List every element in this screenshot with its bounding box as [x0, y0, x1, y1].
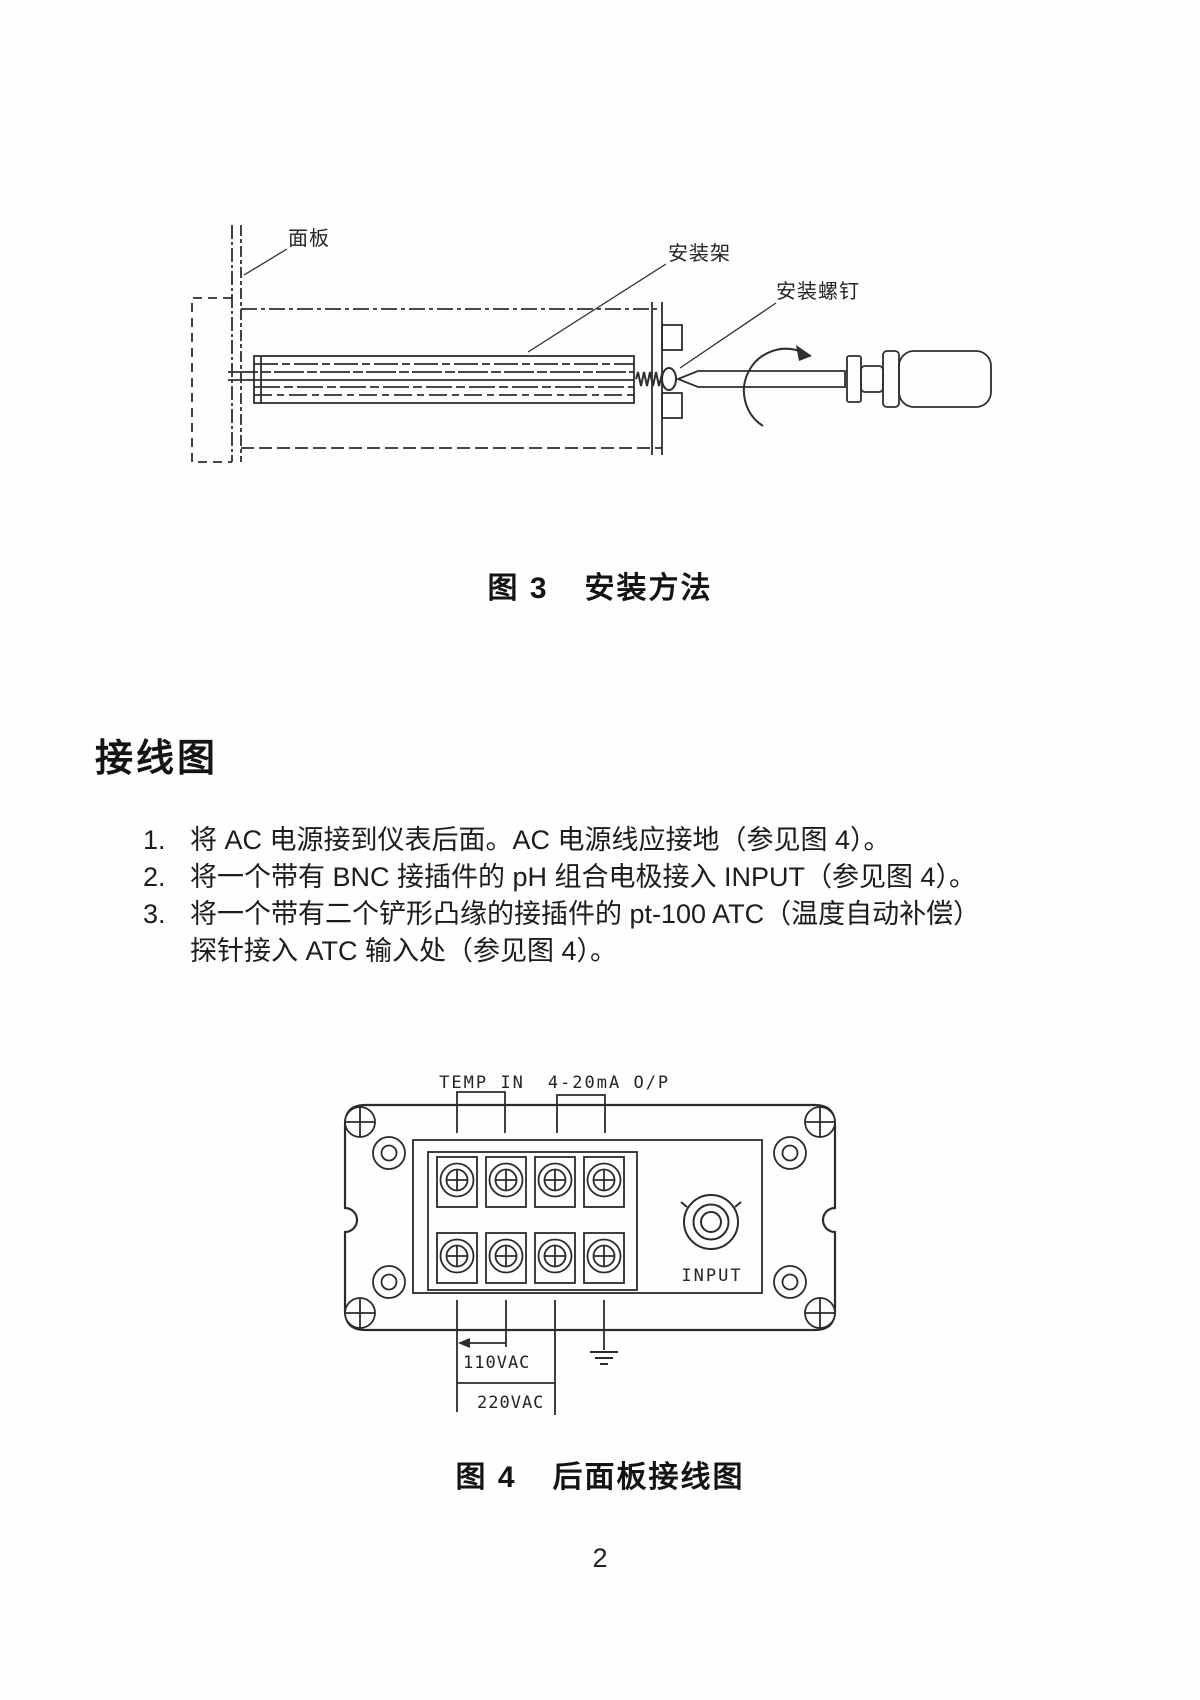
figure4-caption-title: 后面板接线图: [552, 1461, 745, 1494]
ground-symbol: [590, 1351, 618, 1365]
mounting-holes: [372, 1136, 807, 1299]
bnc-connector: [680, 1194, 742, 1250]
screwdriver-shaft: [675, 370, 846, 388]
power-leaders: [456, 1300, 605, 1415]
page-number: 2: [592, 1543, 608, 1573]
instruction-list: 1. 将 AC 电源接到仪表后面。AC 电源线应接地（参见图 4）。 2. 将一…: [143, 822, 1073, 970]
instruction-item: 1. 将 AC 电源接到仪表后面。AC 电源线应接地（参见图 4）。: [143, 822, 1073, 859]
panel-label: 面板: [288, 227, 330, 250]
mounting-bracket: [228, 355, 635, 404]
instruction-text: 将一个带有 BNC 接插件的 pH 组合电极接入 INPUT（参见图 4）。: [190, 862, 977, 892]
v110-label: 110VAC: [463, 1353, 530, 1373]
terminal-row-top: [436, 1156, 625, 1208]
temp-in-leader: [456, 1091, 506, 1133]
figure3-diagram: 面板 安装架 安装螺钉: [191, 225, 992, 463]
instruction-item: 2. 将一个带有 BNC 接插件的 pH 组合电极接入 INPUT（参见图 4）…: [143, 859, 1073, 896]
bracket-label: 安装架: [668, 242, 731, 265]
instrument-body: [241, 302, 683, 455]
corner-screws: [344, 1106, 836, 1329]
figure3-caption: 图 3 安装方法: [0, 563, 1200, 607]
bracket-leader-line: [527, 263, 667, 353]
v220-label: 220VAC: [477, 1393, 544, 1413]
panel-leader-line: [243, 248, 288, 276]
figure4-caption: 图 4 后面板接线图: [0, 1452, 1200, 1496]
instruction-item: 3. 将一个带有二个铲形凸缘的接插件的 pt-100 ATC（温度自动补偿）探针…: [143, 896, 1073, 970]
mounting-screw: [635, 367, 677, 391]
screw-leader-line: [679, 302, 777, 369]
terminal-row-bottom: [436, 1232, 625, 1284]
screwdriver: [675, 350, 992, 408]
panel-lines: [231, 225, 242, 462]
rear-panel-outline: [343, 1103, 837, 1332]
instruction-text: 将一个带有二个铲形凸缘的接插件的 pt-100 ATC（温度自动补偿）探针接入 …: [190, 899, 981, 966]
screwdriver-handle: [898, 350, 992, 408]
instruction-text: 将 AC 电源接到仪表后面。AC 电源线应接地（参见图 4）。: [190, 825, 891, 855]
figure4-diagram: TEMP IN 4-20mA O/P INPUT 110VAC 220VAC: [343, 1073, 837, 1415]
output-leader: [556, 1094, 606, 1133]
figure3-caption-number: 图 3: [487, 572, 549, 605]
temp-in-label: TEMP IN: [439, 1073, 525, 1093]
rotation-arrow: [742, 345, 812, 427]
figure3-caption-title: 安装方法: [584, 572, 713, 605]
screw-label: 安装螺钉: [776, 280, 860, 303]
section-heading: 接线图: [95, 738, 219, 780]
instruction-number: 1.: [143, 825, 166, 855]
output-label: 4-20mA O/P: [548, 1073, 670, 1093]
instruction-number: 3.: [143, 899, 166, 929]
input-label: INPUT: [681, 1266, 742, 1286]
bezel-dashed-outline: [191, 297, 232, 463]
instruction-number: 2.: [143, 862, 166, 892]
connector-recess: [412, 1139, 763, 1294]
figure4-caption-number: 图 4: [455, 1461, 517, 1494]
terminal-block: [427, 1151, 638, 1291]
